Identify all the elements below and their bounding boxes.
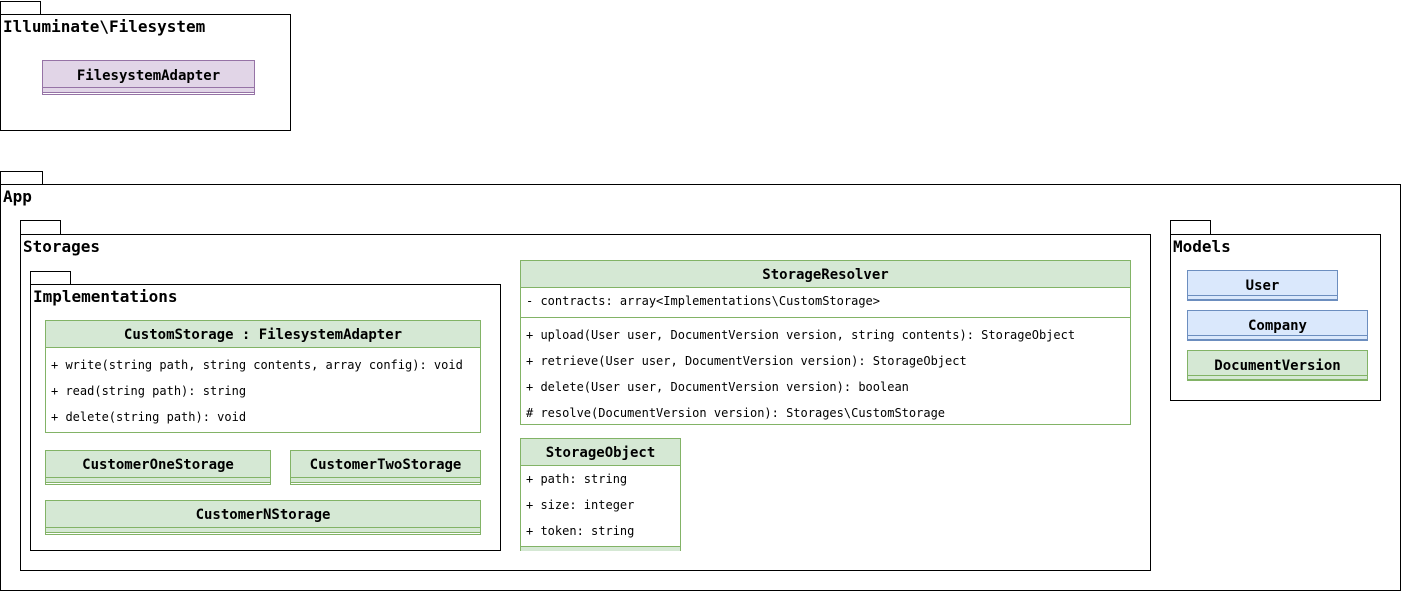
method-item: + upload(User user, DocumentVersion vers… bbox=[526, 328, 1076, 342]
package-title: Storages bbox=[23, 237, 101, 256]
empty-section bbox=[43, 88, 254, 92]
divider bbox=[521, 287, 1130, 288]
empty-section bbox=[46, 478, 270, 482]
divider bbox=[46, 347, 480, 348]
package-title: Illuminate\Filesystem bbox=[3, 17, 206, 36]
divider bbox=[291, 477, 480, 478]
class-name: Company bbox=[1188, 311, 1367, 335]
divider bbox=[1188, 295, 1337, 296]
package-tab bbox=[0, 171, 43, 185]
class-name: User bbox=[1188, 271, 1337, 295]
attribute-item: + size: integer bbox=[526, 498, 635, 512]
class-customer-two-storage[interactable]: CustomerTwoStorage bbox=[290, 450, 481, 485]
divider bbox=[291, 482, 480, 483]
divider bbox=[1188, 379, 1367, 380]
attribute-item: + token: string bbox=[526, 524, 635, 538]
class-name: StorageObject bbox=[521, 439, 680, 465]
divider bbox=[43, 87, 254, 88]
divider bbox=[43, 92, 254, 93]
package-title: Implementations bbox=[33, 287, 178, 306]
method-item: + write(string path, string contents, ar… bbox=[51, 358, 463, 372]
class-filesystem-adapter[interactable]: FilesystemAdapter bbox=[42, 60, 255, 95]
divider bbox=[521, 546, 680, 547]
attribute-item: + path: string bbox=[526, 472, 628, 486]
empty-section bbox=[1188, 296, 1337, 299]
class-customer-one-storage[interactable]: CustomerOneStorage bbox=[45, 450, 271, 485]
divider bbox=[46, 482, 270, 483]
empty-section bbox=[46, 528, 480, 532]
divider bbox=[1188, 375, 1367, 376]
divider bbox=[1188, 299, 1337, 300]
class-company[interactable]: Company bbox=[1187, 310, 1368, 341]
method-item: + delete(User user, DocumentVersion vers… bbox=[526, 380, 909, 394]
package-tab bbox=[1170, 220, 1211, 235]
package-tab bbox=[30, 271, 71, 285]
divider bbox=[521, 465, 680, 466]
empty-section bbox=[1188, 376, 1367, 379]
class-storage-resolver[interactable]: StorageResolver - contracts: array<Imple… bbox=[520, 260, 1131, 425]
package-title: Models bbox=[1173, 237, 1231, 256]
package-tab bbox=[0, 1, 41, 15]
divider bbox=[1188, 335, 1367, 336]
class-name: CustomStorage : FilesystemAdapter bbox=[46, 321, 480, 347]
method-item: + retrieve(User user, DocumentVersion ve… bbox=[526, 354, 967, 368]
method-item: # resolve(DocumentVersion version): Stor… bbox=[526, 406, 946, 420]
class-name: CustomerTwoStorage bbox=[291, 451, 480, 477]
attribute-item: - contracts: array<Implementations\Custo… bbox=[526, 294, 881, 308]
class-user[interactable]: User bbox=[1187, 270, 1338, 301]
class-name: CustomerNStorage bbox=[46, 501, 480, 527]
divider bbox=[1188, 339, 1367, 340]
class-name: StorageResolver bbox=[521, 261, 1130, 287]
class-name: CustomerOneStorage bbox=[46, 451, 270, 477]
class-custom-storage[interactable]: CustomStorage : FilesystemAdapter + writ… bbox=[45, 320, 481, 433]
empty-section bbox=[1188, 336, 1367, 339]
divider bbox=[46, 527, 480, 528]
class-customer-n-storage[interactable]: CustomerNStorage bbox=[45, 500, 481, 535]
class-name: FilesystemAdapter bbox=[43, 61, 254, 87]
class-document-version[interactable]: DocumentVersion bbox=[1187, 350, 1368, 381]
package-tab bbox=[20, 220, 61, 235]
empty-section bbox=[291, 478, 480, 482]
class-storage-object[interactable]: StorageObject + path: string + size: int… bbox=[520, 438, 681, 551]
empty-section bbox=[521, 547, 680, 551]
package-title: App bbox=[3, 187, 32, 206]
method-item: + read(string path): string bbox=[51, 384, 247, 398]
class-name: DocumentVersion bbox=[1188, 351, 1367, 375]
divider bbox=[46, 532, 480, 533]
divider bbox=[46, 477, 270, 478]
method-item: + delete(string path): void bbox=[51, 410, 247, 424]
divider bbox=[521, 317, 1130, 318]
